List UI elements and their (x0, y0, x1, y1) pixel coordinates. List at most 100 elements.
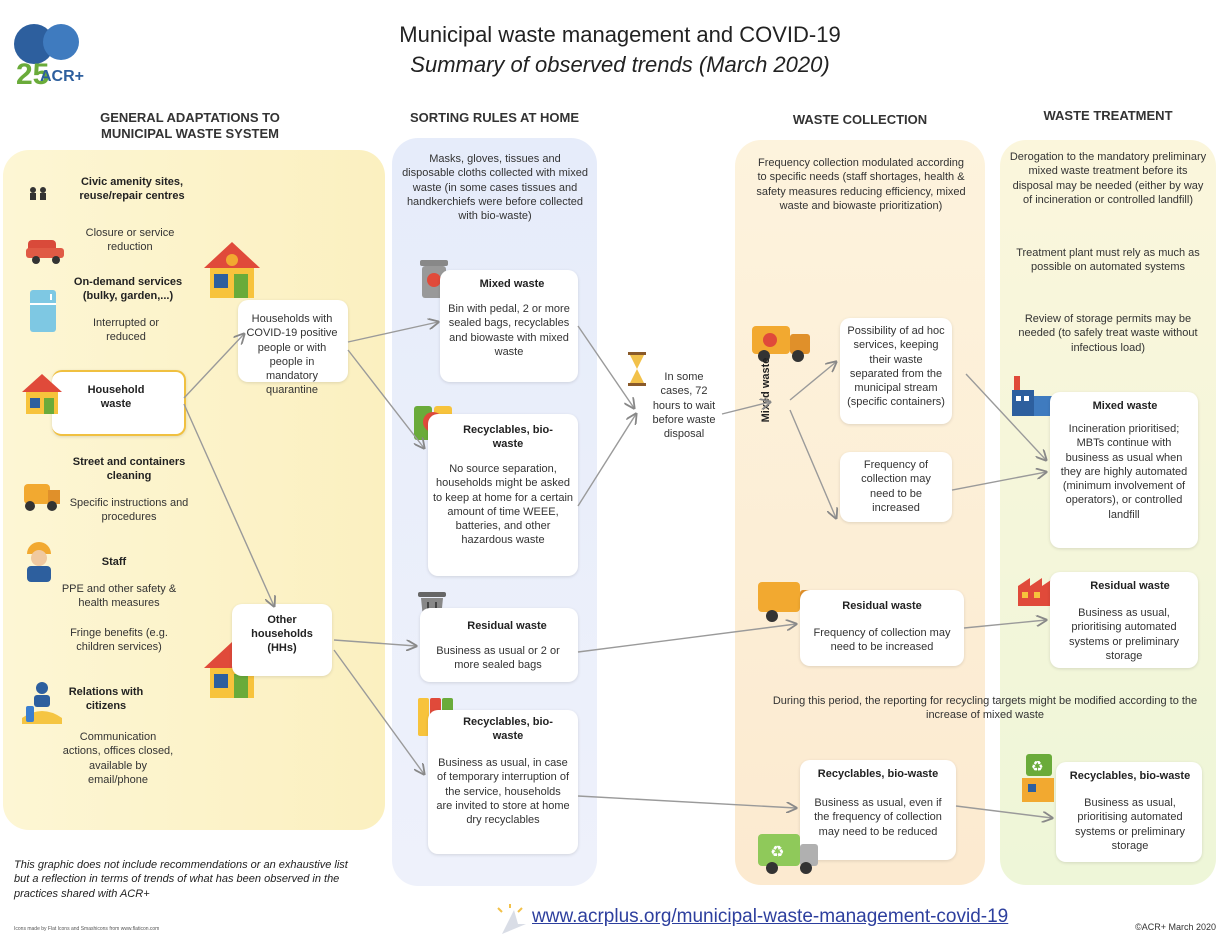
civic-desc: Closure or service reduction (85, 227, 175, 254)
copyright: ©ACR+ March 2020 (1135, 922, 1216, 932)
household-title: Household waste (87, 384, 145, 410)
staff-title: Staff (101, 556, 127, 568)
website-link[interactable]: www.acrplus.org/municipal-waste-manageme… (532, 906, 1009, 927)
relations-title: Relations with citizens (68, 686, 144, 712)
treatment-storage: Review of storage permits may be needed … (1018, 313, 1198, 354)
collection-residual-title: Residual waste (842, 600, 922, 612)
collection-intro: Frequency collection modulated according… (756, 157, 966, 212)
treatment-recyc-title: Recyclables, bio-waste (1069, 770, 1191, 782)
arrow-truck-to-adhoc (789, 362, 836, 401)
sorting-recyc1-title: Recyclables, bio-waste (463, 424, 553, 450)
arrow-recyc1-to-wait (577, 414, 636, 507)
logo-number: 25 (16, 58, 49, 91)
house-icon (20, 372, 64, 421)
acr-logo: 25 ACR+ (6, 6, 88, 98)
staff-desc-1: PPE and other safety & health measures (61, 583, 177, 610)
worker-icon (22, 540, 56, 587)
sorting-recyc2-box (428, 710, 578, 854)
citizen-icon (20, 680, 64, 735)
adhoc-box (840, 318, 952, 424)
sorting-mixed-title: Mixed waste (479, 278, 545, 290)
general-column-bg (3, 150, 385, 830)
garbage-truck-icon (750, 320, 814, 369)
fridge-icon (28, 288, 58, 339)
frequency-text: Frequency of collection may need to be i… (861, 459, 931, 514)
street-cleaner-icon (18, 474, 62, 519)
logo-globe-right (43, 24, 79, 60)
car-icon (24, 236, 66, 269)
treatment-derogation: Derogation to the mandatory preliminary … (1009, 151, 1207, 206)
arrow-collection-recyc-to-treatment (955, 805, 1052, 818)
ondemand-desc: Interrupted or reduced (92, 317, 160, 344)
house-covid-icon (202, 240, 262, 305)
recycling-plant-icon: ♻ (1020, 752, 1056, 809)
treatment-residual-title: Residual waste (1090, 580, 1170, 592)
covid-households-text: Households with COVID-19 positive people… (246, 313, 338, 397)
hourglass-icon (628, 352, 646, 391)
sorting-residual-title: Residual waste (467, 620, 547, 632)
reporting-text: During this period, the reporting for re… (772, 695, 1198, 722)
logo-org: ACR+ (40, 68, 85, 85)
arrow-adhoc-to-treatment (965, 373, 1046, 460)
treatment-residual-desc: Business as usual, prioritising automate… (1068, 607, 1180, 662)
sorting-mixed-desc: Bin with pedal, 2 or more sealed bags, r… (448, 303, 570, 358)
collection-residual-box (800, 590, 964, 666)
street-title: Street and containers cleaning (72, 456, 186, 482)
sorting-residual-box (420, 608, 578, 682)
covid-households-box (238, 300, 348, 382)
arrow-household-to-covid (183, 334, 244, 399)
arrow-mixed-to-wait (577, 325, 634, 408)
page-subtitle: Summary of observed trends (March 2020) (410, 52, 830, 77)
frequency-box (840, 452, 952, 522)
mixed-bin-icon (418, 256, 450, 305)
collection-recyc-box (800, 760, 956, 860)
people-icon (28, 186, 48, 205)
disclaimer: This graphic does not include recommenda… (14, 859, 348, 900)
sorting-recyc2-title: Recyclables, bio-waste (463, 716, 553, 742)
treatment-mixed-box (1050, 392, 1198, 548)
wait-text: In some cases, 72 hours to wait before w… (652, 371, 716, 441)
logo-globe-left (14, 24, 54, 64)
treatment-mixed-desc: Incineration prioritised; MBTs continue … (1060, 423, 1188, 521)
collection-residual-desc: Frequency of collection may need to be i… (813, 627, 951, 654)
treatment-recyc-box (1056, 762, 1202, 862)
treatment-mixed-title: Mixed waste (1092, 400, 1158, 412)
sorting-residual-desc: Business as usual or 2 or more sealed ba… (436, 645, 560, 672)
treatment-automated: Treatment plant must rely as much as pos… (1016, 247, 1200, 274)
arrow-recyc2-to-collection (577, 795, 796, 808)
credits: Icons made by Flat Icons and Smashicons … (14, 926, 160, 932)
treatment-residual-box (1050, 572, 1198, 668)
svg-text:♻: ♻ (1031, 759, 1044, 775)
treatment-recyc-desc: Business as usual, prioritising automate… (1074, 797, 1186, 852)
page-title: Municipal waste management and COVID-19 (399, 22, 841, 47)
ondemand-title: On-demand services (bulky, garden,...) (73, 276, 183, 302)
header-treatment: WASTE TREATMENT (1043, 108, 1173, 123)
svg-text:♻: ♻ (770, 842, 784, 861)
arrow-covid-to-recyc1 (347, 349, 424, 448)
arrow-other-to-residual (333, 639, 416, 646)
arrow-truck-to-frequency (789, 409, 836, 518)
collection-recyc-title: Recyclables, bio-waste (817, 768, 939, 780)
household-waste-box (52, 370, 186, 436)
arrow-wait-to-collection (721, 402, 770, 415)
sorting-recyc1-box (428, 414, 578, 576)
sorting-recyc1-desc: No source separation, households might b… (432, 463, 574, 547)
relations-desc: Communication actions, offices closed, a… (62, 731, 174, 786)
arrow-household-to-other (183, 403, 274, 606)
collection-recyc-desc: Business as usual, even if the frequency… (814, 797, 942, 838)
header-collection: WASTE COLLECTION (792, 112, 928, 127)
sorting-mixed-box (440, 270, 578, 382)
header-sorting: SORTING RULES AT HOME (410, 110, 579, 125)
header-general: GENERAL ADAPTATIONS TO MUNICIPAL WASTE S… (100, 110, 280, 142)
arrow-collection-residual-to-treatment (963, 620, 1046, 629)
street-desc: Specific instructions and procedures (69, 497, 189, 524)
sorting-recyc2-desc: Business as usual, in case of temporary … (436, 757, 570, 827)
arrow-residual-to-collection (577, 624, 796, 653)
arrow-other-to-recyc2 (333, 649, 424, 774)
other-households-box (232, 604, 332, 676)
arrow-frequency-to-treatment (951, 472, 1046, 491)
other-households-text: Other households (HHs) (251, 614, 313, 654)
arrow-covid-to-mixed (347, 322, 438, 343)
adhoc-text: Possibility of ad hoc services, keeping … (847, 325, 945, 409)
